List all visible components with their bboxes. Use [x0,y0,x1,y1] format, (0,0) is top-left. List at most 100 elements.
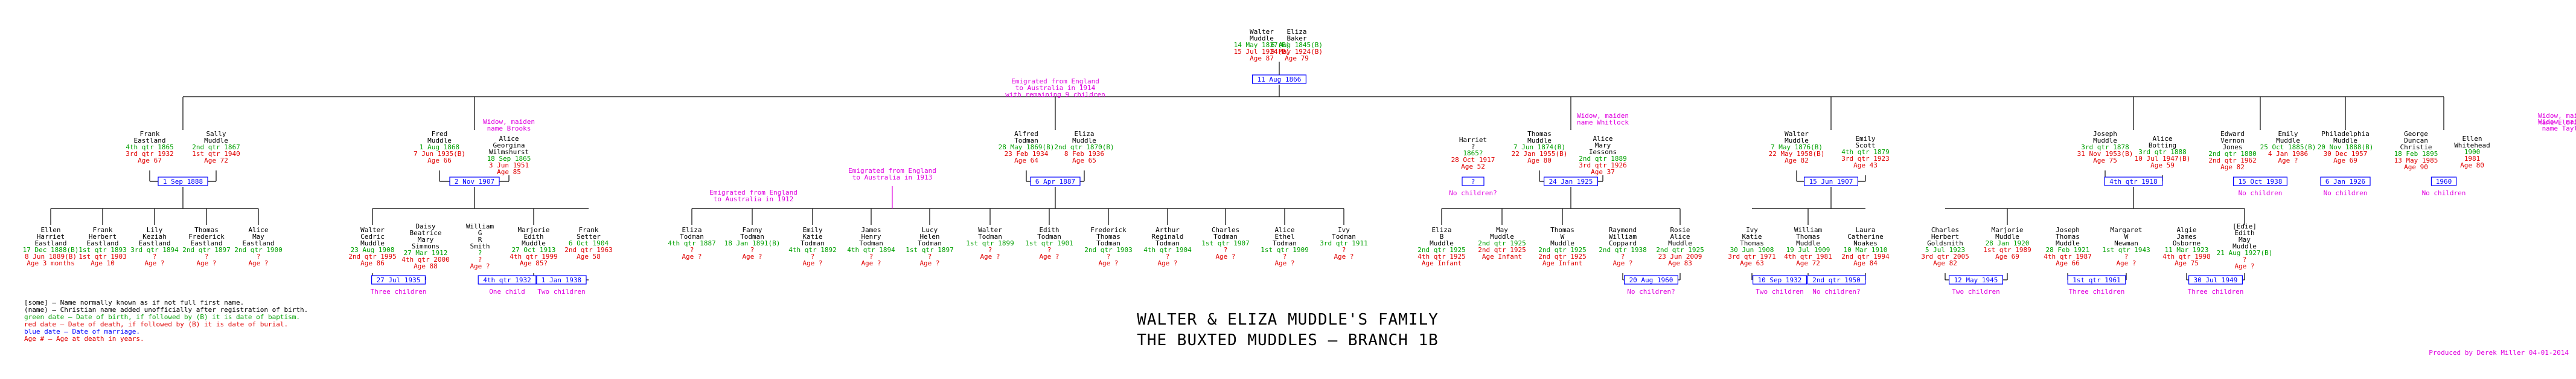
person-line: Keziah [142,233,167,241]
person-line: Age 63 [1740,259,1764,267]
person-line: Iessons [1589,148,1617,156]
legend-line: green date – Date of birth, if followed … [24,313,300,321]
person-line: 8 Feb 1936 [1064,150,1104,158]
person-line: Goldsmith [1927,239,1963,247]
person-line: 10 Mar 1910 [1844,246,1888,254]
person-line: Muddle [1490,233,1514,241]
marriage-date-m_alfred: 6 Apr 1887 [1035,178,1075,186]
person-line: Age 82 [1785,157,1809,164]
note-n_nochild_raymond: No children? [1627,288,1675,296]
person-line: 15 Jul 1924(B) [1234,48,1290,56]
note-n_two_ivy: Two children [1756,288,1803,296]
person-line: Algie [2176,226,2196,234]
person-line: 4th qtr 1904 [1143,246,1192,254]
person-line: ? [257,253,261,261]
person-line: Age ? [742,253,762,261]
person-line: Eastland [191,239,223,247]
person-line: Cedric [360,233,385,241]
marriage-date-m_ivy: 10 Sep 1932 [1758,276,1802,284]
person-line: ? [153,253,157,261]
person-line: W [2124,233,2129,241]
person-line: Herbert [89,233,117,241]
person-line: ? [811,253,815,261]
person-line: 1st qtr 1901 [1025,239,1073,247]
person-line: Alice [1593,135,1612,143]
marriage-date-m_joseph_m: 1st qtr 1961 [2073,276,2120,284]
person-line: 8 Jun 1889(B) [25,253,77,261]
marriage-box [371,275,426,285]
person-line: Todman [1096,239,1120,247]
marriage-date-m_walter2: 15 Jun 1907 [1809,178,1853,186]
note-n_emigrate3: Emigrated from England [709,189,797,196]
person-line: Age 80 [1527,157,1552,164]
person-line: Age ? [2278,157,2298,164]
person-line: Eliza [1431,226,1451,234]
person-line: James [2176,233,2196,241]
person-line: Emily [802,226,822,234]
person-line: James [861,226,881,234]
person-line: 1st qtr 1989 [1983,246,2031,254]
person-line: Muddle [360,239,385,247]
person-line: Todman [1037,233,1061,241]
person-line: Age Infant [1422,259,1462,267]
person-line: Age ? [144,259,164,267]
person-line: Marjorie [518,226,550,234]
person-line: Age ? [919,259,939,267]
marriage-date-m_walter: 11 Aug 1866 [1258,76,1302,83]
person-line: Christie [2400,143,2432,151]
person-line: 2nd qtr 1870(B) [1054,143,1114,151]
person-line: 4th qtr 1879 [1841,148,1889,156]
person-line: Georgina [493,141,525,149]
note-n_three_joseph: Three children [2069,288,2125,296]
marriage-box [2431,177,2457,186]
note-n_ellen_maiden: name Eldridge [2538,118,2576,126]
person-line: Alice [1274,226,1294,234]
person-line: 7 Jun 1874(B) [1513,143,1565,151]
person-line: Eastland [87,239,119,247]
person-line: Scott [1855,141,1875,149]
person-line: Age 88 [414,262,438,270]
marriage-date-m_fred: 2 Nov 1907 [455,178,494,186]
person-line: 2nd qtr 1994 [1841,253,1890,261]
person-line: Age 43 [1853,161,1878,169]
person-line: Muddle [1668,239,1692,247]
person-line: Thomas [1096,233,1120,241]
person-line: Age ? [980,253,1000,261]
person-line: Frank [139,130,159,138]
person-line: Age 67 [138,157,162,164]
marriage-box [2067,275,2126,285]
person-line: Muddle [1527,137,1552,144]
person-line: Age 66 [427,157,452,164]
person-line: Age 85 [497,168,521,176]
note-n_alice_i_maiden: name Whitlock [1577,118,1629,126]
person-line: 4th qtr 1987 [2044,253,2091,261]
person-line: Margaret [2111,226,2143,234]
person-line: Age ? [2116,259,2136,267]
person-line: Todman [680,233,704,241]
marriage-box [2104,177,2163,186]
person-line: Newman [2114,239,2138,247]
person-line: Age ? [470,262,490,270]
person-line: Age 90 [2404,163,2428,171]
person-line: Age ? [1334,253,1354,261]
person-line: Eliza [1286,28,1306,36]
diagram-title-line2: THE BUXTED MUDDLES – BRANCH 1B [1137,331,1439,349]
person-line: Age 66 [2056,259,2080,267]
note-n_nochild_george: No children [2422,189,2466,197]
person-line: Herbert [1931,233,1959,241]
marriage-box [2188,275,2243,285]
marriage-box [1030,177,1081,186]
